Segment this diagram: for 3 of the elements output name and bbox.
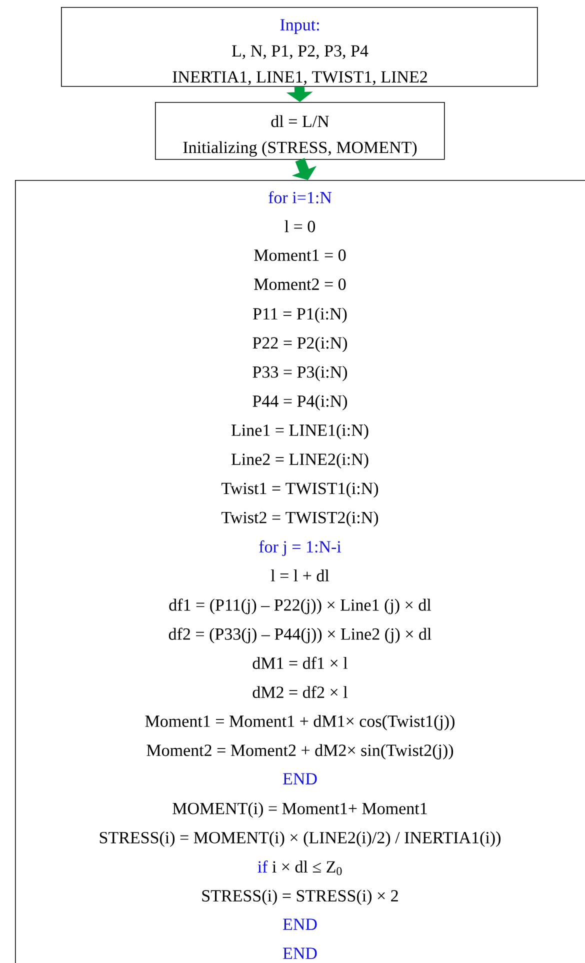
loop-block: for i=1:N l = 0 Moment1 = 0 Moment2 = 0 P11 = P1(i:N) P22 = P2(i:N) P33 = P3(i:N) P44 = P4(i:N) Line1 = LINE1(i:N) Line2 = LINE2(i:N) Twist1 = TWIST1(i:N) Twist2 = TWIST2(i:N) for j = 1:N-i l = l + dl df1 = (P11(j) – P22(j)) × Line1 (j) × dl df2 = (P33(j) – P44(j)) × Line2 (j) × dl dM1 = df1 × l dM2 = df2 × l Moment1 = Moment1 + dM1× cos(Twist1(j)) Moment2 = Moment2 + dM2× sin(Twist2(j)) END MOMENT(i) = Moment1+ Moment1 STRESS(i) = MOMENT(i) × (LINE2(i)/2) / INERTIA1(i)) if i × dl ≤ Z$_{0}$ STRESS(i) = STRESS(i) × 2 END END — [15, 180, 585, 963]
process-box: dl = L/N Initializing (STRESS, MOMENT) — [155, 102, 445, 160]
input-box: Input: L, N, P1, P2, P3, P4 INERTIA1, LINE1, TWIST1, LINE2 — [61, 7, 538, 87]
